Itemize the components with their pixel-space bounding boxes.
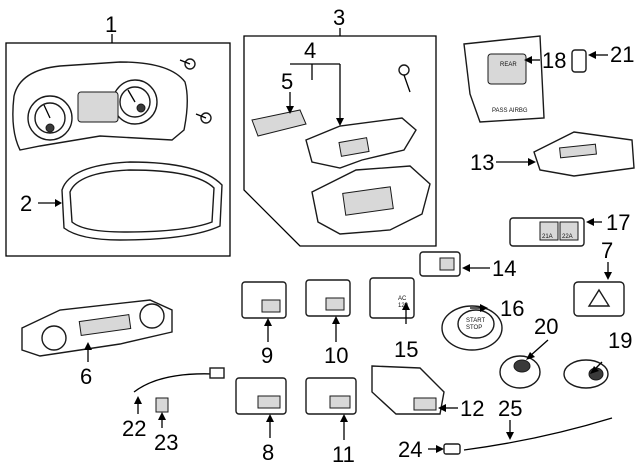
- callout-4: 4: [304, 38, 316, 63]
- switch-17: 21A 22A: [509, 217, 585, 247]
- callout-8: 8: [262, 440, 274, 465]
- callout-20: 20: [534, 314, 558, 339]
- instrument-cluster: [12, 61, 188, 151]
- display-bezel-part5: [251, 109, 307, 137]
- switch-8: [235, 377, 287, 415]
- socket-19: [563, 359, 609, 389]
- switch-panel-12: [371, 365, 445, 415]
- cluster-screw-lower: [195, 112, 212, 124]
- callout-9: 9: [261, 343, 273, 368]
- callout-12: 12: [460, 396, 484, 421]
- display-hood: [305, 117, 417, 169]
- callout-6: 6: [80, 364, 92, 389]
- cluster-group-box: [5, 42, 231, 257]
- svg-text:21A: 21A: [542, 234, 553, 240]
- cable-25: [463, 417, 613, 451]
- display-housing: [311, 165, 431, 235]
- callout-24: 24: [398, 437, 422, 462]
- callout-25: 25: [498, 396, 522, 421]
- wire-22: [133, 367, 225, 393]
- callout-1: 1: [105, 12, 117, 37]
- switch-9: [241, 281, 287, 319]
- callout-3: 3: [333, 5, 345, 30]
- callout-2: 2: [20, 191, 32, 216]
- callout-13: 13: [470, 150, 494, 175]
- callout-10: 10: [324, 343, 348, 368]
- callout-18: 18: [542, 48, 566, 73]
- callout-19: 19: [608, 328, 632, 353]
- callout-22: 22: [122, 416, 146, 441]
- display-group-box: [243, 35, 437, 247]
- switch-14: [419, 251, 461, 277]
- switch-panel-13: [533, 131, 635, 177]
- hazard-switch-7: [573, 281, 625, 317]
- callout-15: 15: [394, 337, 418, 362]
- switch-10: [305, 279, 351, 317]
- bulb-21: [571, 49, 587, 73]
- overhead-panel-18: PASS AIRBG REAR: [463, 35, 545, 123]
- callout-16: 16: [500, 296, 524, 321]
- callout-14: 14: [492, 256, 516, 281]
- clip-23: [155, 397, 169, 413]
- climate-panel-6: [21, 299, 173, 357]
- display-screw: [398, 64, 411, 93]
- cluster-screw-upper: [179, 58, 196, 70]
- callout-5: 5: [281, 69, 293, 94]
- connector-24: [443, 443, 461, 455]
- switch-11: [305, 377, 357, 415]
- callout-23: 23: [154, 430, 178, 455]
- callout-21: 21: [610, 42, 634, 67]
- callout-11: 11: [332, 442, 355, 467]
- sensor-20: [499, 355, 541, 389]
- callout-17: 17: [606, 210, 630, 235]
- callout-7: 7: [601, 238, 613, 263]
- svg-text:PASS AIRBG: PASS AIRBG: [492, 108, 528, 114]
- svg-text:22A: 22A: [562, 234, 573, 240]
- svg-text:REAR: REAR: [500, 62, 517, 68]
- cluster-lens: [61, 161, 223, 241]
